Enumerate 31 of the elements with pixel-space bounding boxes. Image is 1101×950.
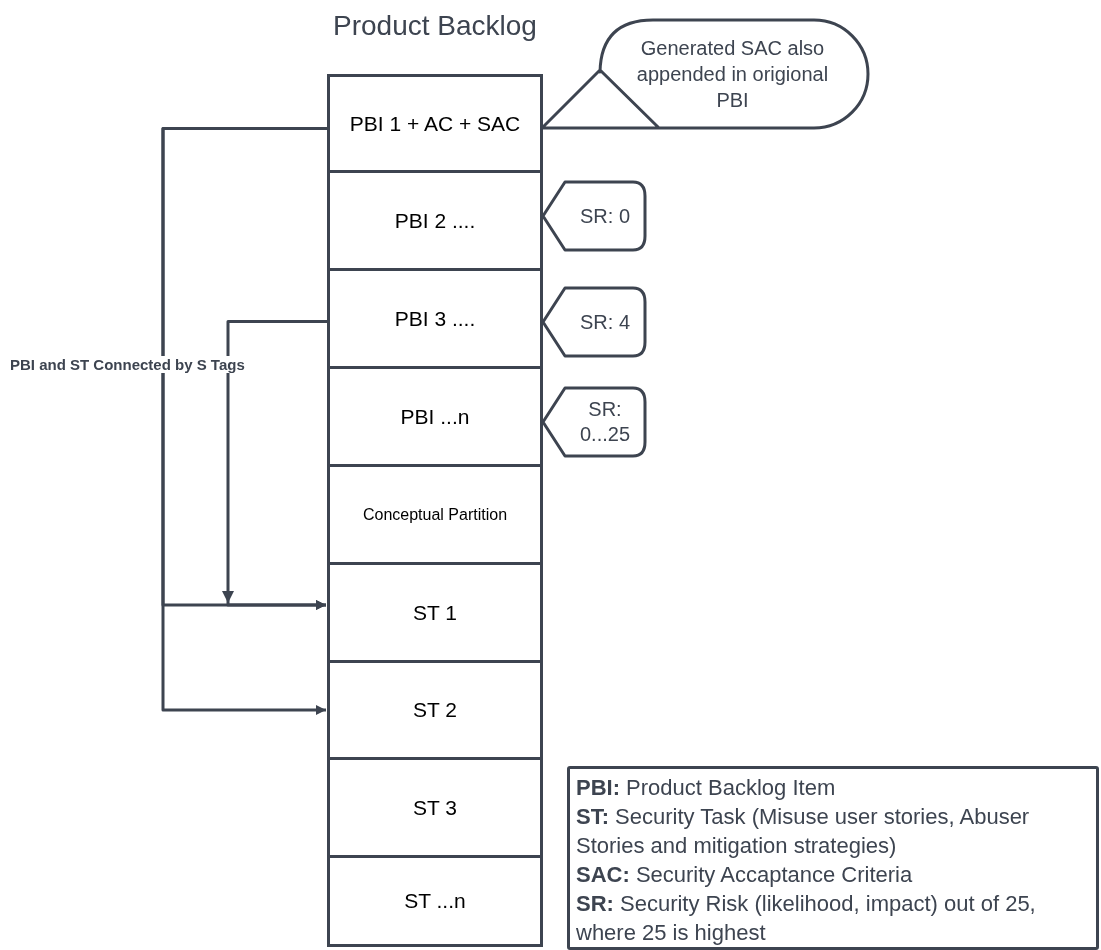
backlog-item-box xyxy=(327,562,543,663)
backlog-item-box xyxy=(327,660,543,760)
item-label: ST ...n xyxy=(404,889,466,913)
definition-text: ST: Security Task (Misuse user stories, Abuser Stories and mitigation strategies) xyxy=(576,803,1031,860)
item-label: PBI ...n xyxy=(400,404,470,429)
connector-arrow xyxy=(226,320,327,610)
backlog-item-box xyxy=(327,366,543,467)
definition-text: SR: Security Risk (likelihood, impact) out of 25, where 25 is highest xyxy=(576,890,1037,947)
backlog-item-box xyxy=(327,855,543,947)
edge-label: PBI and ST Connected by S Tags xyxy=(10,356,245,373)
backlog-item-box xyxy=(327,74,543,173)
risk-score: SR: 0 xyxy=(579,203,631,229)
item-label: ST 2 xyxy=(413,698,457,722)
connector-arrow xyxy=(161,127,327,715)
backlog-item-box xyxy=(327,757,543,858)
backlog-item-box xyxy=(327,464,543,565)
definition-text: PBI: Product Backlog Item xyxy=(576,774,837,802)
diagram-title: Product Backlog xyxy=(332,10,538,42)
definition-text: SAC: Security Accaptance Criteria xyxy=(576,861,914,889)
item-label: PBI 1 + AC + SAC xyxy=(349,111,521,136)
item-label: ST 1 xyxy=(413,600,457,625)
item-label: ST 3 xyxy=(413,795,457,820)
risk-score: SR: 4 xyxy=(579,309,631,335)
item-label: PBI 3 .... xyxy=(394,306,476,331)
item-label: PBI 2 .... xyxy=(394,208,476,233)
item-label: Conceptual Partition xyxy=(362,505,508,524)
backlog-item-box xyxy=(327,170,543,271)
notes-box xyxy=(567,766,1099,950)
risk-score: SR: 0...25 xyxy=(578,397,631,447)
callout-text: Generated SAC also appended in origional PBI xyxy=(635,36,830,113)
backlog-item-box xyxy=(327,268,543,369)
